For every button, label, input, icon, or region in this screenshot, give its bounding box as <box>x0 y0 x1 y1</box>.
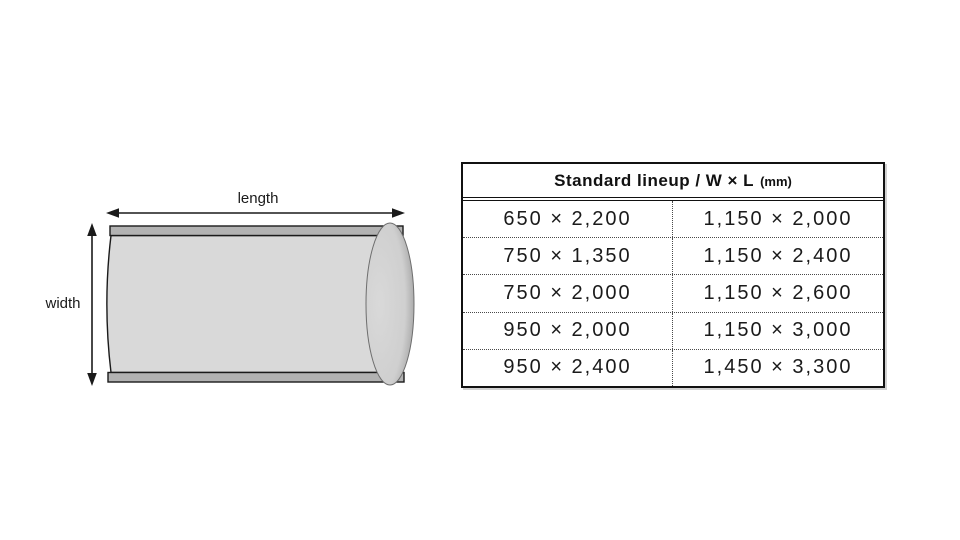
size-cell: 650 × 2,200 <box>463 201 673 238</box>
table-body: 650 × 2,200 1,150 × 2,000 750 × 1,350 1,… <box>463 201 883 387</box>
size-cell: 950 × 2,000 <box>463 312 673 349</box>
table-row: 650 × 2,200 1,150 × 2,000 <box>463 201 883 239</box>
roll-end-cap <box>365 222 415 386</box>
length-label: length <box>238 190 279 207</box>
size-cell: 750 × 1,350 <box>463 238 673 275</box>
table-header-unit: (mm) <box>760 174 792 189</box>
roll-top-edge <box>109 225 404 237</box>
size-cell: 950 × 2,400 <box>463 349 673 387</box>
size-cell: 1,150 × 2,600 <box>703 282 853 304</box>
arrowhead-down-icon <box>87 373 97 386</box>
roll-body <box>106 234 391 374</box>
size-cell: 750 × 2,000 <box>463 275 673 312</box>
arrowhead-right-icon <box>392 208 405 218</box>
table-row: 750 × 2,000 1,150 × 2,600 <box>463 275 883 313</box>
arrowhead-left-icon <box>106 208 119 218</box>
size-cell: 1,450 × 3,300 <box>703 356 853 379</box>
size-cell: 1,150 × 2,400 <box>703 244 853 267</box>
width-arrow <box>87 223 97 386</box>
standard-lineup-table: Standard lineup / W × L (mm) 650 × 2,200… <box>461 162 885 388</box>
table-row: 950 × 2,000 1,150 × 3,000 <box>463 312 883 350</box>
size-cell: 1,150 × 2,000 <box>703 207 853 230</box>
table-header: Standard lineup / W × L (mm) <box>463 164 883 201</box>
width-label: width <box>44 295 80 312</box>
table-row: 750 × 1,350 1,150 × 2,400 <box>463 238 883 276</box>
roll-dimension-diagram: length width <box>44 190 415 386</box>
table-header-title: Standard lineup / W × L <box>554 170 755 190</box>
size-cell: 1,150 × 3,000 <box>703 319 853 342</box>
length-arrow <box>106 208 405 218</box>
table-row: 950 × 2,400 1,450 × 3,300 <box>463 349 883 387</box>
roll-bottom-edge <box>107 371 405 383</box>
arrowhead-up-icon <box>87 223 97 236</box>
